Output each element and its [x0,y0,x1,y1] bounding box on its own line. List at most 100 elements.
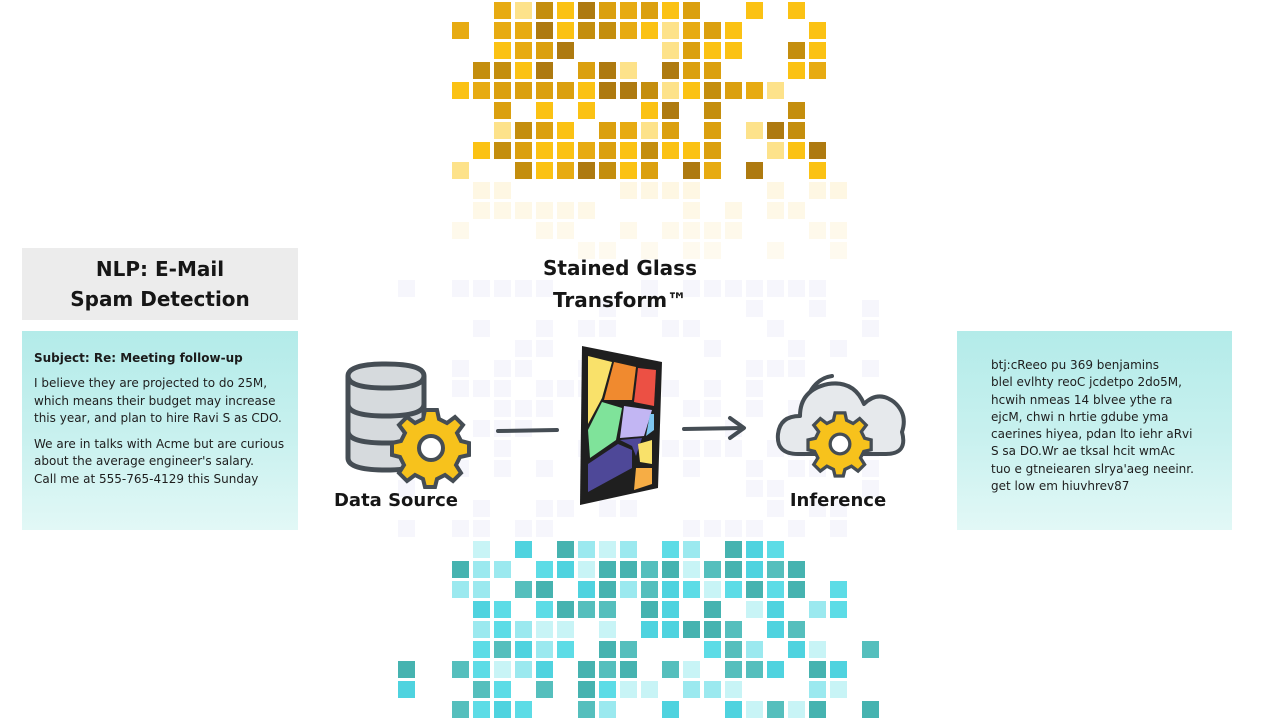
mosaic-tile [725,641,742,658]
transform-title-line-1: Stained Glass [543,256,697,280]
mosaic-tile [704,142,721,159]
mosaic-tile [536,222,553,239]
mosaic-tile [398,280,415,297]
mosaic-tile [746,520,763,537]
mosaic-tile [578,102,595,119]
mosaic-tile [473,202,490,219]
mosaic-tile [767,601,784,618]
cloud-icon [775,374,906,478]
mosaic-tile [473,541,490,558]
mosaic-tile [725,202,742,219]
mosaic-tile [704,102,721,119]
mosaic-tile [830,340,847,357]
mosaic-tile [746,400,763,417]
mosaic-tile [473,142,490,159]
mosaic-tile [788,280,805,297]
mosaic-tile [767,541,784,558]
mosaic-tile [494,440,511,457]
mosaic-tile [704,222,721,239]
mosaic-tile [788,641,805,658]
mosaic-tile [578,701,595,718]
mosaic-tile [704,62,721,79]
mosaic-tile [746,541,763,558]
mosaic-tile [662,2,679,19]
mosaic-tile [620,541,637,558]
mosaic-tile [473,561,490,578]
mosaic-tile [536,641,553,658]
mosaic-tile [704,400,721,417]
mosaic-tile [494,182,511,199]
mosaic-tile [704,82,721,99]
mosaic-tile [536,380,553,397]
mosaic-tile [599,2,616,19]
mosaic-tile [767,202,784,219]
mosaic-tile [767,122,784,139]
mosaic-tile [830,500,847,517]
mosaic-tile [704,122,721,139]
mosaic-tile [494,601,511,618]
mosaic-tile [599,300,616,317]
mosaic-tile [662,541,679,558]
mosaic-tile [557,541,574,558]
mosaic-tile [398,520,415,537]
transformed-output-card: btj:cReeo pu 369 benjamins blel evlhty r… [957,331,1232,530]
mosaic-tile [494,202,511,219]
mosaic-tile [641,300,658,317]
mosaic-tile [704,621,721,638]
mosaic-tile [830,182,847,199]
mosaic-tile [536,661,553,678]
mosaic-tile [599,500,616,517]
gear-icon [390,408,471,489]
mosaic-tile [515,661,532,678]
mosaic-tile [620,661,637,678]
mosaic-tile [452,82,469,99]
mosaic-tile [515,2,532,19]
mosaic-tile [599,82,616,99]
mosaic-tile [515,621,532,638]
mosaic-tile [473,82,490,99]
task-title-line-1: NLP: E-Mail [95,257,225,281]
mosaic-tile [494,62,511,79]
mosaic-tile [494,280,511,297]
mosaic-tile [536,460,553,477]
mosaic-tile [746,2,763,19]
mosaic-tile [725,520,742,537]
mosaic-tile [746,601,763,618]
mosaic-tile [452,581,469,598]
mosaic-tile [452,380,469,397]
mosaic-tile [746,581,763,598]
email-paragraph-1: I believe they are projected to do 25M, … [34,376,282,425]
mosaic-tile [683,222,700,239]
mosaic-tile [578,22,595,39]
mosaic-tile [683,142,700,159]
transformed-output-text: btj:cReeo pu 369 benjamins blel evlhty r… [991,358,1194,494]
mosaic-tile [452,280,469,297]
mosaic-tile [557,142,574,159]
mosaic-tile [862,641,879,658]
mosaic-tile [662,22,679,39]
mosaic-tile [494,621,511,638]
mosaic-tile [862,701,879,718]
mosaic-tile [809,182,826,199]
mosaic-tile [809,681,826,698]
mosaic-tile [704,440,721,457]
mosaic-tile [536,340,553,357]
mosaic-tile [662,440,679,457]
mosaic-tile [767,561,784,578]
mosaic-tile [473,62,490,79]
mosaic-tile [557,122,574,139]
mosaic-tile [662,320,679,337]
mosaic-tile [704,641,721,658]
mosaic-tile [578,661,595,678]
mosaic-tile [809,500,826,517]
mosaic-tile [398,661,415,678]
mosaic-tile [620,182,637,199]
mosaic-tile [557,82,574,99]
mosaic-tile [725,701,742,718]
mosaic-tile [746,641,763,658]
mosaic-tile [704,601,721,618]
mosaic-tile [809,222,826,239]
mosaic-tile [536,22,553,39]
mosaic-tile [620,561,637,578]
